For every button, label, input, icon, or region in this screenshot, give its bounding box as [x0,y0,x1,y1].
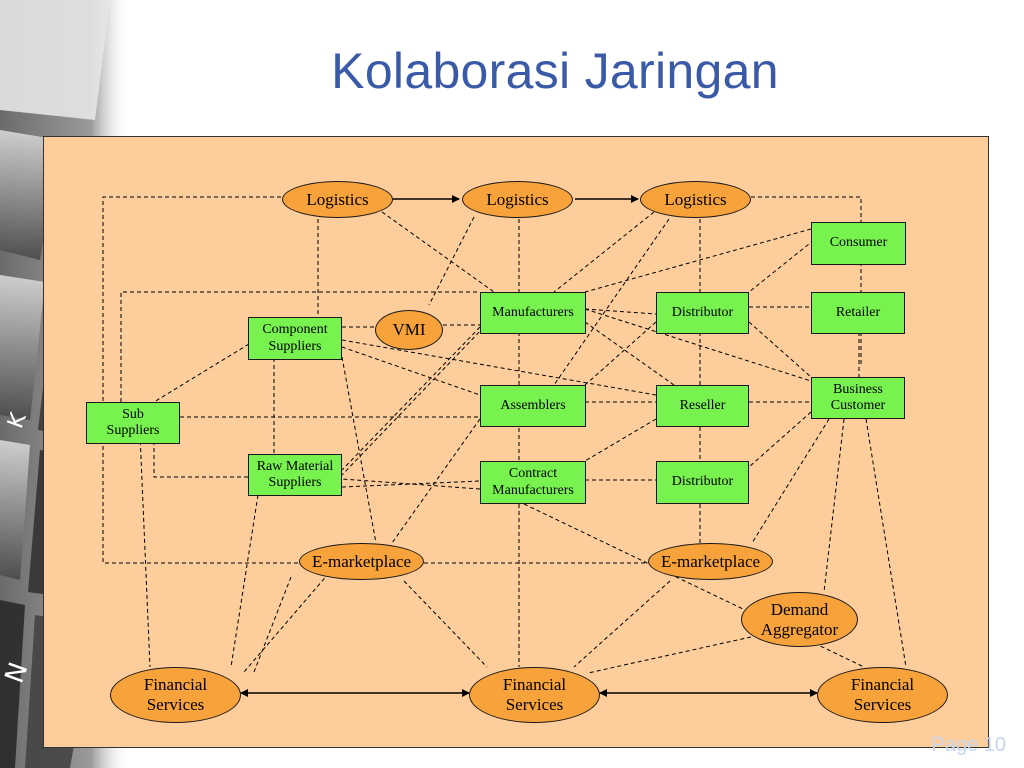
contract-manufacturers-node: Contract Manufacturers [480,461,586,504]
retailer-node: Retailer [811,292,905,334]
network-diagram-panel: Logistics Logistics Logistics Consumer M… [43,136,989,748]
connector-lines [102,195,907,697]
connector-sub-fin1 [139,433,151,668]
connector-distributor-business [748,321,812,378]
connector-raw-contract [341,480,481,488]
emarketplace-node-2: E-marketplace [648,543,773,580]
connector-log3-assemblers [553,218,670,386]
vmi-node: VMI [375,310,443,350]
connector-reseller-contract [584,418,657,462]
emarketplace-node-1: E-marketplace [299,543,424,580]
sub-suppliers-node: Sub Suppliers [86,402,180,444]
connector-raw-fin1 [230,494,259,668]
connector-sub-to-raw [153,434,248,478]
raw-material-suppliers-node: Raw Material Suppliers [248,454,342,496]
logistics-node-1: Logistics [282,181,393,218]
connector-e1-fin2 [403,580,488,668]
connector-outer-top-left [102,196,299,564]
connector-consumer-distributor [748,239,815,293]
connector-sub-to-manufacturers-top [120,291,480,402]
connector-component-sub [153,343,250,403]
connector-outer-top-right [751,196,862,367]
business-customer-node: Business Customer [811,377,905,419]
demand-aggregator-node: Demand Aggregator [741,592,858,647]
connector-distributor-assemblers [584,321,657,386]
connector-consumer-manufacturers [584,228,812,293]
assemblers-node: Assemblers [480,385,586,427]
logistics-node-3: Logistics [640,181,751,218]
connector-log1-manufacturers [381,211,495,293]
connector-business-fin3 [865,418,907,668]
connector-log2-vmi [428,216,475,306]
connector-e1-demand-left [253,576,292,673]
logistics-node-2: Logistics [462,181,573,218]
component-suppliers-node: Component Suppliers [248,317,342,360]
reseller-node: Reseller [656,385,749,427]
connector-manufacturers-raw [341,326,481,471]
connector-e2-fin2 [573,580,671,668]
consumer-node: Consumer [811,222,906,265]
connector-component-e1 [341,356,377,544]
manufacturers-node: Manufacturers [480,292,586,334]
connector-assemblers-e1 [391,418,481,544]
connector-e1-fin1 [243,572,330,673]
connector-manufacturers-distributor [584,308,657,315]
connector-demand-fin2 [587,636,752,674]
financial-services-node-2: Financial Services [469,667,600,723]
connector-business-demand [823,418,845,593]
connector-manufacturers-e1 [341,326,485,476]
financial-services-node-3: Financial Services [817,667,948,723]
connector-manufacturers-business [584,308,812,382]
connector-component-assemblers [341,346,481,396]
page-number: Page 10 [931,734,1006,756]
connector-business-e2 [751,418,830,544]
financial-services-node-1: Financial Services [110,667,241,723]
slide-title: Kolaborasi Jaringan [331,43,779,99]
distributor-node-1: Distributor [656,292,749,334]
connector-business-distributor2 [748,411,812,468]
distributor-node-2: Distributor [656,461,749,504]
connector-contract-raw-diag [341,478,481,490]
connector-log3-manufacturers [553,211,655,293]
